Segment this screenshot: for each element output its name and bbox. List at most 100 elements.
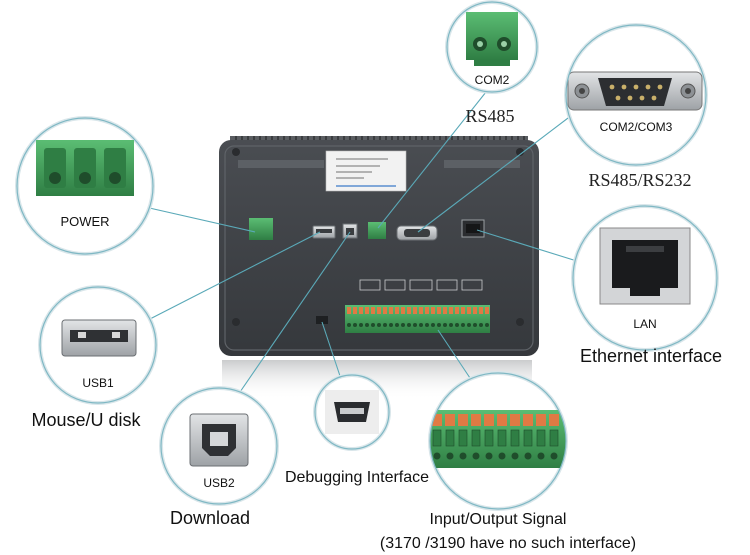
io-screw xyxy=(446,452,454,460)
io-orange-tab xyxy=(484,414,494,426)
terminal-screw xyxy=(431,323,435,327)
leader-io xyxy=(437,329,471,379)
terminal-tab xyxy=(395,307,399,314)
callout-power: POWER xyxy=(15,116,155,256)
io-screw xyxy=(498,452,506,460)
io-screw xyxy=(485,452,493,460)
terminal-tab xyxy=(473,307,477,314)
leader-power xyxy=(144,206,256,233)
terminal-screw xyxy=(407,323,411,327)
usb1-caption: Mouse/U disk xyxy=(31,410,141,430)
callout-io xyxy=(428,371,568,511)
callout-usb2: USB2 xyxy=(159,386,279,506)
panel-power-port xyxy=(249,218,273,240)
db9-pin xyxy=(621,84,627,90)
terminal-screw xyxy=(401,323,405,327)
terminal-tab xyxy=(413,307,417,314)
terminal-tab xyxy=(353,307,357,314)
io-slot xyxy=(484,429,494,447)
terminal-tab xyxy=(419,307,423,314)
io-slot xyxy=(510,429,520,447)
terminal-tab xyxy=(359,307,363,314)
terminal-screw xyxy=(479,323,483,327)
terminal-screw xyxy=(449,323,453,327)
com2-com3-title: COM2/COM3 xyxy=(600,120,673,134)
usb2-title: USB2 xyxy=(203,476,235,490)
panel-io-terminals xyxy=(345,305,490,333)
power-title: POWER xyxy=(60,214,109,229)
leader-usb2 xyxy=(239,231,351,393)
terminal-screw xyxy=(413,323,417,327)
io-slot xyxy=(497,429,507,447)
terminal-screw xyxy=(347,323,351,327)
io-caption: Input/Output Signal xyxy=(430,511,567,528)
io-orange-tab xyxy=(523,414,533,426)
terminal-screw xyxy=(395,323,399,327)
leader-com2 xyxy=(377,91,487,229)
terminal-tab xyxy=(443,307,447,314)
terminal-tab xyxy=(401,307,405,314)
terminal-screw xyxy=(359,323,363,327)
io-screw xyxy=(511,452,519,460)
io-screw xyxy=(537,452,545,460)
terminal-screw xyxy=(419,323,423,327)
io-slot xyxy=(445,429,455,447)
terminal-tab xyxy=(479,307,483,314)
db9-pin xyxy=(639,95,645,101)
terminal-screw xyxy=(353,323,357,327)
usb1-title: USB1 xyxy=(82,376,114,390)
terminal-screw xyxy=(425,323,429,327)
io-orange-tab xyxy=(458,414,468,426)
debug-caption: Debugging Interface xyxy=(285,469,429,486)
com2-title: COM2 xyxy=(475,73,510,87)
io-orange-tab xyxy=(510,414,520,426)
screw-hole xyxy=(232,318,240,326)
screw-hole xyxy=(516,148,524,156)
terminal-screw xyxy=(377,323,381,327)
screw-hole xyxy=(232,148,240,156)
terminal-markings xyxy=(359,279,483,291)
usb2-caption: Download xyxy=(170,508,250,528)
callout-usb1: USB1 xyxy=(38,285,158,405)
terminal-tab xyxy=(461,307,465,314)
terminal-tab xyxy=(347,307,351,314)
panel-com2-port xyxy=(368,222,386,239)
terminal-tab xyxy=(437,307,441,314)
terminal-tab xyxy=(455,307,459,314)
db9-pin xyxy=(633,84,639,90)
db9-pin xyxy=(615,95,621,101)
io-slot xyxy=(471,429,481,447)
leader-lines xyxy=(144,91,581,393)
leader-debug xyxy=(321,321,341,377)
terminal-tab xyxy=(467,307,471,314)
terminal-screw xyxy=(443,323,447,327)
leader-lan xyxy=(476,229,581,263)
io-screw xyxy=(472,452,480,460)
terminal-screw xyxy=(389,323,393,327)
terminal-screw xyxy=(467,323,471,327)
terminal-tab xyxy=(383,307,387,314)
terminal-tab xyxy=(449,307,453,314)
io-screw xyxy=(433,452,441,460)
terminal-tab xyxy=(389,307,393,314)
leader-usb1 xyxy=(147,231,321,321)
terminal-screw xyxy=(461,323,465,327)
callout-debug xyxy=(313,373,391,451)
terminal-tab xyxy=(485,307,489,314)
leader-com2-com3 xyxy=(417,114,573,233)
com2-caption: RS485 xyxy=(465,106,514,126)
io-screw xyxy=(524,452,532,460)
io-orange-tab xyxy=(536,414,546,426)
com2-connector-image xyxy=(466,12,518,60)
callout-lan: LAN xyxy=(571,204,719,352)
panel-body xyxy=(219,140,539,356)
terminal-tab xyxy=(365,307,369,314)
terminal-tab xyxy=(407,307,411,314)
io-screw xyxy=(550,452,558,460)
com2-com3-caption: RS485/RS232 xyxy=(588,170,691,190)
terminal-tab xyxy=(431,307,435,314)
terminal-screw xyxy=(371,323,375,327)
db9-pin xyxy=(645,84,651,90)
callout-com2: COM2 xyxy=(445,0,539,94)
